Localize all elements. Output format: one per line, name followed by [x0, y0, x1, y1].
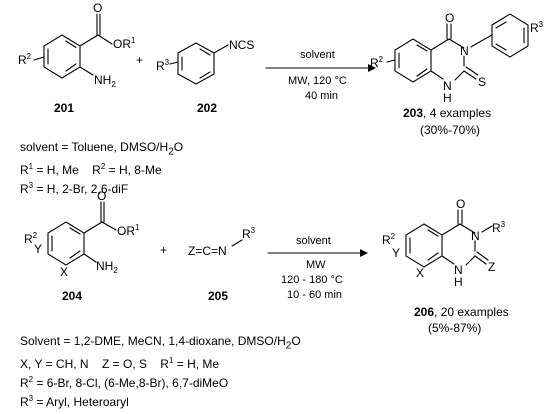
product-h-label-206: H	[454, 275, 463, 289]
product-summary-206: 206, 20 examples	[414, 305, 509, 319]
compound-202: NCS R3 202	[156, 38, 254, 115]
compound-label-201: 201	[54, 101, 74, 115]
condition-time: 40 min	[305, 90, 338, 102]
compound-204: O OR1 NH2 Y X R2 204	[24, 189, 140, 303]
product-h-label: H	[443, 91, 452, 105]
carbonyl-o-label-204: O	[97, 189, 106, 203]
note-xyz-2: X, Y = CH, N Z = O, S R1 = H, Me	[20, 356, 220, 372]
product-n-label: N	[460, 44, 469, 58]
product-y-label-206: Y	[392, 246, 400, 260]
amine-label-204: NH2	[96, 259, 118, 275]
product-r2-label-206: R2	[382, 232, 396, 247]
compound-206: O N R3 N H Z Y X R2 206, 20 examples (5%…	[382, 197, 509, 335]
ncs-label: NCS	[229, 38, 254, 52]
condition-mw-2: MW	[306, 259, 326, 271]
plus-sign: +	[136, 53, 143, 67]
product-r3-label-206: R3	[492, 220, 506, 235]
note-solvent-2: Solvent = 1,2-DME, MeCN, 1,4-dioxane, DM…	[20, 334, 301, 352]
compound-201: O OR1 NH2 R2 201	[18, 1, 136, 115]
product-yield-203: (30%-70%)	[420, 123, 480, 137]
product-summary-203: 203, 4 examples	[403, 106, 491, 120]
product-o-label: O	[445, 11, 454, 25]
note-r3-2: R3 = Aryl, Heteroaryl	[20, 394, 129, 410]
note-r2-2: R2 = 6-Br, 8-Cl, (6-Me,8-Br), 6,7-diMeO	[20, 375, 229, 391]
product-x-label-206: X	[416, 266, 424, 280]
product-s-label: S	[478, 75, 486, 89]
compound-205: Z=C=N R3 205	[188, 226, 256, 303]
carbonyl-o-label: O	[93, 1, 102, 15]
compound-label-205: 205	[208, 289, 228, 303]
x-atom-label-204: X	[60, 265, 68, 279]
product-nh-label-206: N	[454, 263, 463, 277]
note-solvent-1: solvent = Toluene, DMSO/H2O	[20, 140, 184, 158]
r3-label: R3	[156, 58, 170, 73]
notes-reaction-1: solvent = Toluene, DMSO/H2O R1 = H, Me R…	[20, 140, 183, 197]
product-nh-label: N	[443, 79, 452, 93]
ester-label: OR1	[113, 36, 136, 51]
compound-203: O N N H S R3 R2 203, 4 examples (30%-70%…	[370, 11, 544, 137]
product-yield-206: (5%-87%)	[428, 321, 481, 335]
amine-label: NH2	[94, 73, 116, 89]
y-atom-label-204: Y	[34, 242, 42, 256]
compound-label-202: 202	[197, 101, 217, 115]
r3-label-205: R3	[242, 226, 256, 241]
isocyanate-formula: Z=C=N	[188, 244, 227, 258]
note-r3-1: R3 = H, 2-Br, 2,6-diF	[20, 181, 129, 197]
compound-label-204: 204	[62, 289, 82, 303]
condition-mw-temp: MW, 120 °C	[288, 75, 347, 87]
product-o-label-206: O	[456, 197, 465, 211]
plus-sign-2: +	[160, 243, 167, 257]
reaction-arrow-2: solvent MW 120 - 180 °C 10 - 60 min	[267, 235, 368, 301]
product-z-label-206: Z	[488, 260, 495, 274]
ester-label-204: OR1	[117, 223, 140, 238]
product-n-label-206: N	[471, 229, 480, 243]
note-r1-r2-1: R1 = H, Me R2 = H, 8-Me	[20, 162, 162, 178]
condition-solvent-2: solvent	[296, 235, 331, 247]
notes-reaction-2: Solvent = 1,2-DME, MeCN, 1,4-dioxane, DM…	[20, 334, 301, 410]
condition-temp-2: 120 - 180 °C	[281, 274, 343, 286]
condition-time-2: 10 - 60 min	[287, 289, 342, 301]
condition-solvent: solvent	[300, 49, 335, 61]
reaction-arrow-1: solvent MW, 120 °C 40 min	[265, 49, 376, 102]
r2-label-204: R2	[24, 231, 38, 246]
r2-label: R2	[18, 52, 32, 67]
product-r2-label: R2	[370, 55, 384, 70]
product-r3-label: R3	[530, 20, 544, 35]
